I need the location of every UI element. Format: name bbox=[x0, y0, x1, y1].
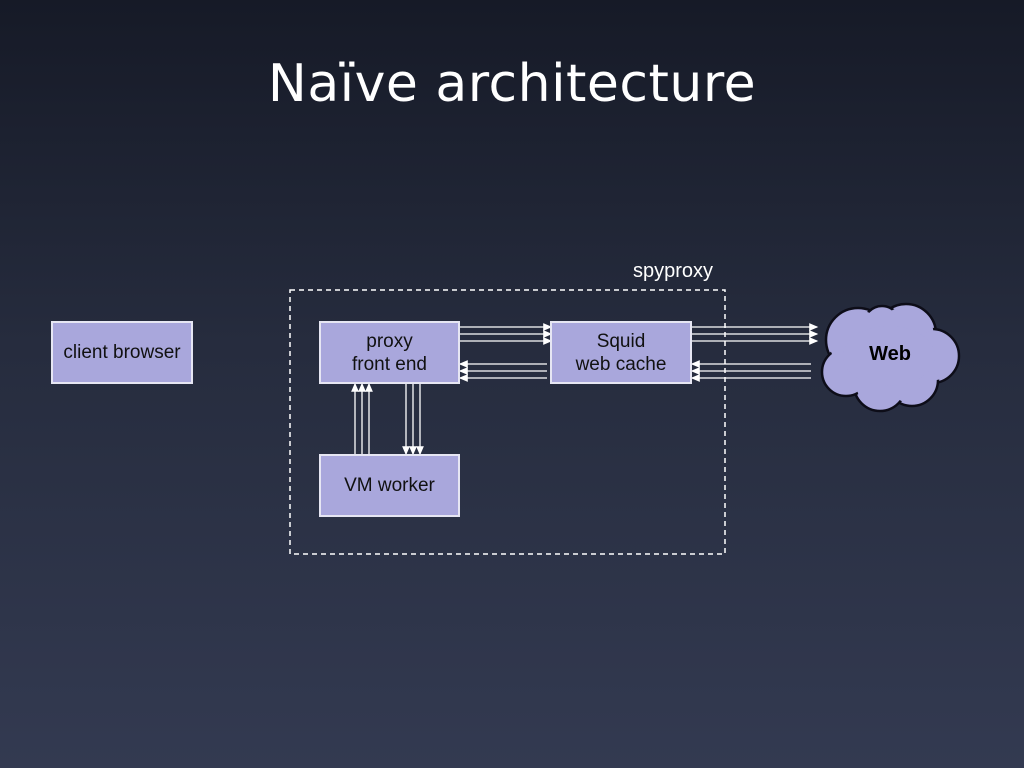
spyproxy-label: spyproxy bbox=[633, 260, 714, 282]
vm-worker-box: VM worker bbox=[319, 454, 460, 517]
arrows-vm-to-proxy bbox=[351, 382, 373, 455]
web-label: Web bbox=[869, 343, 911, 365]
arrows-proxy-to-squid bbox=[460, 323, 553, 345]
slide-title: Naïve architecture bbox=[267, 54, 757, 114]
vm-worker-label: VM worker bbox=[344, 475, 435, 496]
client-browser-box: client browser bbox=[51, 321, 193, 384]
arrows-squid-to-proxy bbox=[458, 360, 547, 382]
proxy-front-end-label-line1: proxy bbox=[366, 330, 413, 352]
spyproxy-group-border bbox=[289, 289, 726, 555]
arrows-proxy-to-vm bbox=[402, 384, 424, 456]
squid-label-line1: Squid bbox=[596, 330, 646, 352]
squid-label-line2: web cache bbox=[575, 353, 667, 375]
proxy-front-end-label-line2: front end bbox=[352, 353, 427, 375]
arrows-squid-to-web bbox=[692, 323, 819, 345]
arrows-web-to-squid bbox=[690, 360, 811, 382]
squid-web-cache-box: Squid web cache bbox=[550, 321, 692, 384]
proxy-front-end-box: proxy front end bbox=[319, 321, 460, 384]
client-browser-label: client browser bbox=[63, 342, 181, 363]
